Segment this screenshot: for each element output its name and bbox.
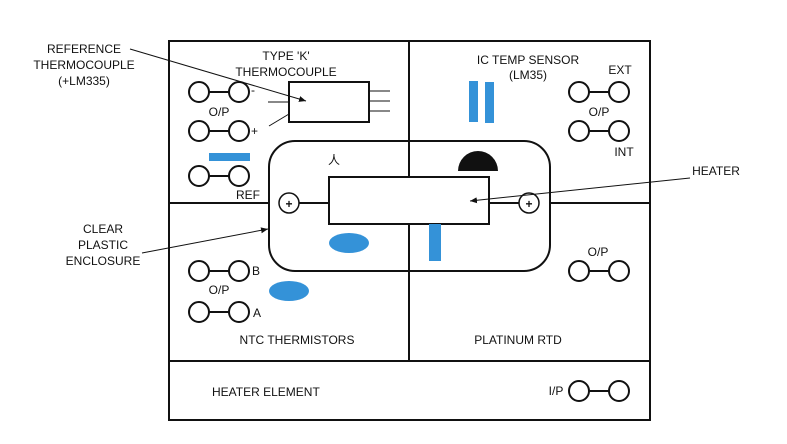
lm335-reference-icon [209, 153, 250, 161]
ic-op-label: O/P [589, 105, 610, 119]
callout-reference-1: REFERENCE [47, 42, 121, 56]
callout-reference-3: (+LM335) [58, 74, 110, 88]
ic-ext-connector[interactable] [568, 81, 630, 103]
thermocouple-plus-label: + [251, 124, 258, 138]
rtd-title: PLATINUM RTD [474, 333, 562, 347]
thermocouple-title-2: THERMOCOUPLE [235, 65, 336, 79]
thermocouple-op-label: O/P [209, 105, 230, 119]
ic-sensor-probe-icon [429, 224, 441, 261]
rtd-dome-icon [458, 151, 498, 171]
plus-icon: + [285, 197, 292, 211]
thermocouple-lead-diag [268, 113, 290, 127]
rtd-op-connector[interactable] [568, 260, 630, 282]
reference-thermocouple-box [288, 81, 370, 123]
thermocouple-junction-icon: 人 [328, 153, 340, 167]
ntc-a-label: A [253, 306, 261, 320]
ref-connector[interactable] [188, 165, 250, 187]
ntc-title: NTC THERMISTORS [240, 333, 355, 347]
lm35-pin-2-icon [485, 82, 494, 123]
thermocouple-minus-label: - [251, 83, 255, 97]
heater-ip-label: I/P [549, 384, 564, 398]
callout-enclosure-3: ENCLOSURE [66, 254, 141, 268]
ntc-b-connector[interactable] [188, 260, 250, 282]
ntc-thermistor-a-icon [329, 233, 369, 253]
callout-enclosure-1: CLEAR [83, 222, 123, 236]
ntc-thermistor-b-icon [269, 281, 309, 301]
ic-sensor-title-2: (LM35) [509, 68, 547, 82]
thermocouple-plus-connector[interactable] [188, 120, 250, 142]
callout-heater: HEATER [692, 164, 740, 178]
plus-icon: + [525, 197, 532, 211]
heater-element-title: HEATER ELEMENT [212, 385, 320, 399]
ntc-a-connector[interactable] [188, 301, 250, 323]
ic-int-label: INT [614, 145, 634, 159]
callout-reference-2: THERMOCOUPLE [33, 58, 134, 72]
ref-label: REF [236, 188, 260, 202]
ic-sensor-title-1: IC TEMP SENSOR [477, 53, 580, 67]
ic-ext-label: EXT [608, 63, 632, 77]
thermocouple-minus-connector[interactable] [188, 81, 250, 103]
callout-reference-arrow [129, 48, 307, 102]
heater-terminal[interactable]: + [518, 192, 540, 214]
heater-block [328, 176, 490, 225]
callout-enclosure-arrow [141, 227, 269, 254]
heater-ip-connector[interactable] [568, 380, 630, 402]
callout-heater-arrow [469, 177, 691, 204]
ref-terminal[interactable]: + [278, 192, 300, 214]
ntc-b-label: B [252, 264, 260, 278]
callout-enclosure-2: PLASTIC [78, 238, 128, 252]
lm35-pin-1-icon [469, 81, 478, 122]
rtd-op-label: O/P [588, 245, 609, 259]
thermocouple-title-1: TYPE 'K' [262, 49, 309, 63]
ic-int-connector[interactable] [568, 120, 630, 142]
ntc-op-label: O/P [209, 283, 230, 297]
